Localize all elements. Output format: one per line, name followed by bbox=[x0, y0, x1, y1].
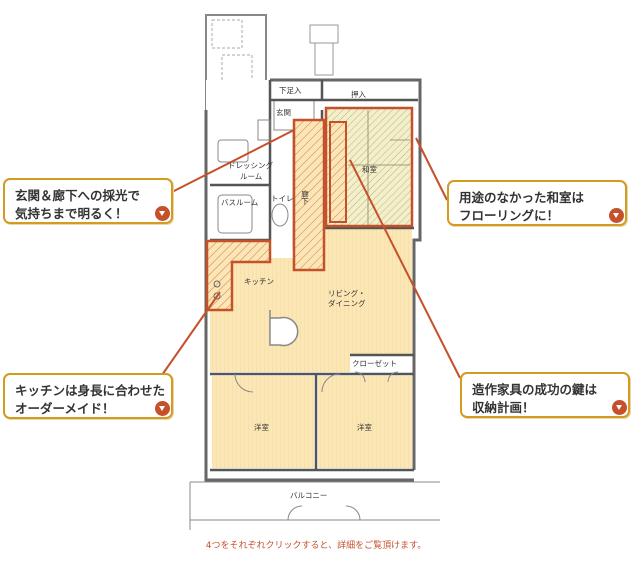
label-toilet: トイレ bbox=[271, 194, 294, 203]
chevron-down-icon[interactable] bbox=[155, 206, 170, 221]
chevron-down-icon[interactable] bbox=[609, 208, 624, 223]
callout-japanese-line1: 用途のなかった和室は bbox=[459, 190, 585, 205]
callout-entrance[interactable]: 玄関＆廊下への採光で 気持ちまで明るく！ bbox=[3, 178, 173, 224]
callout-kitchen-line2: オーダーメイド！ bbox=[15, 401, 115, 416]
tatami-lines bbox=[348, 110, 410, 225]
label-living-1: リビング・ bbox=[328, 288, 366, 298]
label-balcony: バルコニー bbox=[290, 491, 327, 500]
footer-note: 4つをそれぞれクリックすると、詳細をご覧頂けます。 bbox=[205, 541, 427, 551]
callout-storage[interactable]: 造作家具の成功の鍵は 収納計画！ bbox=[460, 372, 630, 418]
stove bbox=[213, 280, 221, 300]
callout-japanese[interactable]: 用途のなかった和室は フローリングに！ bbox=[447, 180, 627, 226]
label-bathroom: バスルーム bbox=[221, 198, 258, 207]
corridor-highlight[interactable] bbox=[292, 118, 326, 272]
label-dressing-1: ドレッシング bbox=[228, 160, 273, 170]
callout-japanese-line2: フローリングに！ bbox=[459, 208, 560, 223]
label-western-right: 洋室 bbox=[357, 422, 372, 432]
leader-lines bbox=[161, 129, 461, 379]
label-closet: 押入 bbox=[351, 89, 366, 99]
chevron-down-icon[interactable] bbox=[612, 400, 627, 415]
callout-kitchen[interactable]: キッチンは身長に合わせた オーダーメイド！ bbox=[3, 373, 173, 419]
label-kitchen: キッチン bbox=[244, 277, 274, 286]
chevron-down-icon[interactable] bbox=[155, 401, 170, 416]
label-storage: クローゼット bbox=[352, 358, 397, 368]
dining-counter bbox=[269, 310, 299, 347]
callout-entrance-line1: 玄関＆廊下への採光で bbox=[15, 188, 141, 203]
label-western-left: 洋室 bbox=[254, 422, 269, 432]
japanese-closet-highlight[interactable] bbox=[329, 121, 347, 223]
callout-entrance-line2: 気持ちまで明るく！ bbox=[15, 206, 128, 221]
doors bbox=[234, 371, 399, 393]
balcony bbox=[189, 481, 440, 530]
callout-kitchen-line1: キッチンは身長に合わせた bbox=[15, 383, 166, 398]
callout-storage-line2: 収納計画！ bbox=[472, 400, 535, 415]
label-living-2: ダイニング bbox=[328, 298, 366, 308]
label-dressing-2: ルーム bbox=[240, 172, 262, 181]
label-corridor: 廊下 bbox=[300, 189, 309, 207]
label-entrance: 玄関 bbox=[276, 107, 291, 117]
label-shoe-closet: 下足入 bbox=[279, 86, 302, 95]
callout-storage-line1: 造作家具の成功の鍵は bbox=[472, 382, 598, 397]
label-japanese: 和室 bbox=[362, 164, 377, 174]
